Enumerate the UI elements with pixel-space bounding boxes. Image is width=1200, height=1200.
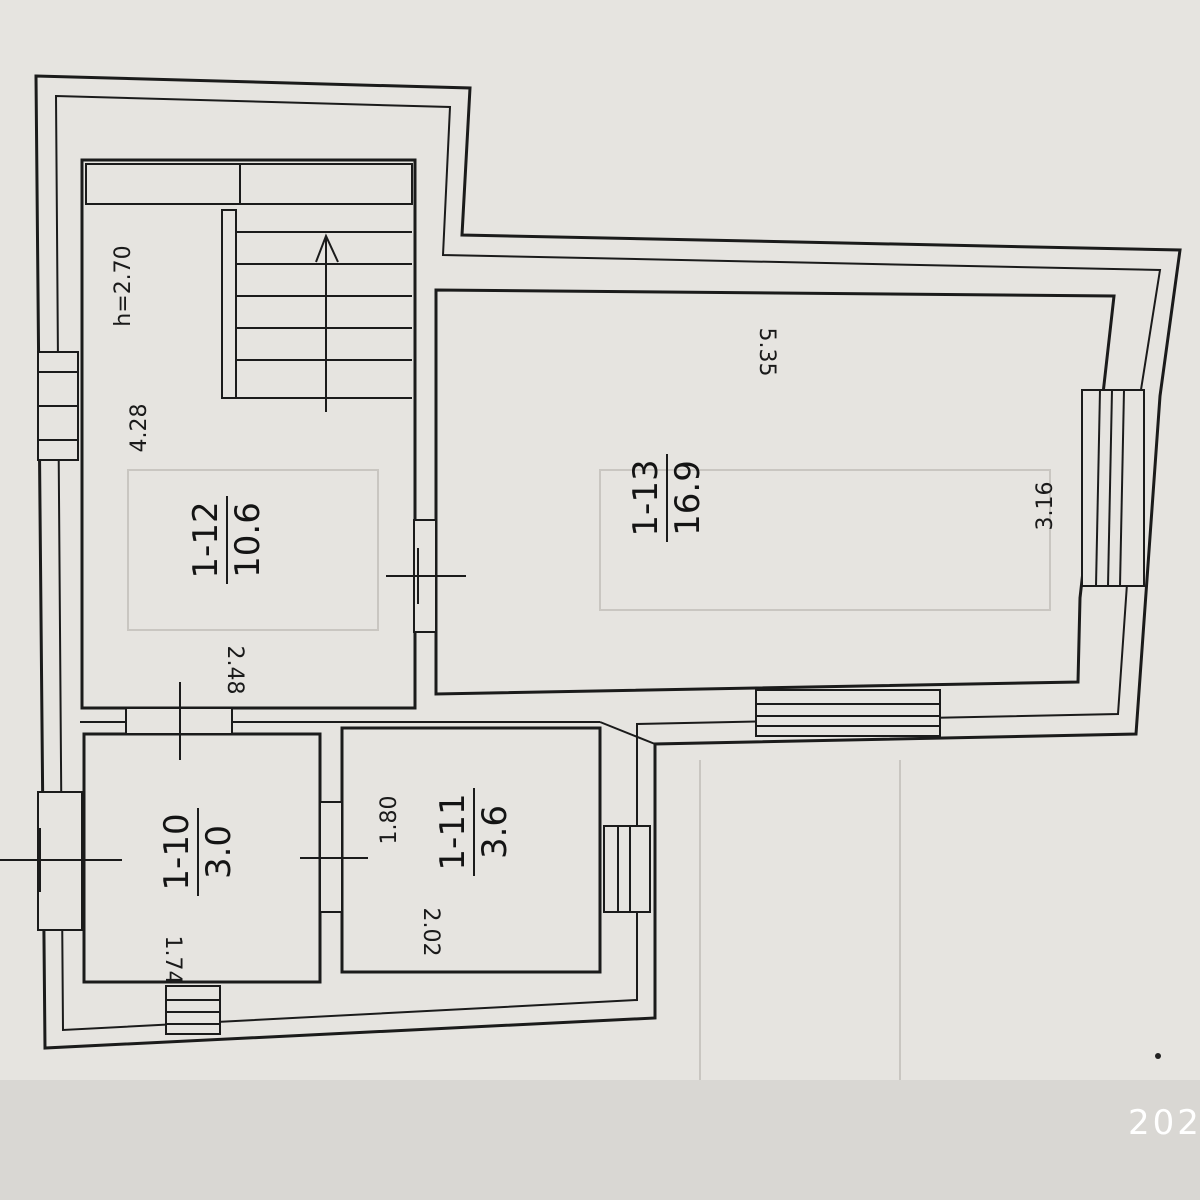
room-1-11-label: 1-11 3.6 <box>433 788 515 876</box>
window-room-1-11 <box>603 825 651 913</box>
room-1-12-outline <box>80 158 417 710</box>
room-1-11-area: 3.6 <box>475 805 515 859</box>
window-right-wall <box>1081 389 1145 587</box>
dim-room-1-11-width: 2.02 <box>418 908 443 957</box>
staircase <box>85 163 413 412</box>
dim-room-1-12-length: 4.28 <box>127 404 152 453</box>
room-1-12-number: 1-12 <box>186 501 226 578</box>
dim-room-1-12-height: h=2.70 <box>111 245 136 326</box>
faint-background-lines <box>127 469 1051 1080</box>
dim-room-1-12-width: 2.48 <box>222 646 247 695</box>
door-1-12-to-1-10 <box>125 682 233 760</box>
room-1-10-number: 1-10 <box>157 813 197 890</box>
photo-date-stamp: 202 <box>1128 1103 1200 1143</box>
room-1-12-label: 1-12 10.6 <box>186 496 268 584</box>
outer-wall-outline <box>34 74 1182 1050</box>
dim-room-1-13-length: 5.35 <box>754 328 779 377</box>
room-1-13-number: 1-13 <box>626 459 666 536</box>
dim-room-1-10-width: 1.74 <box>160 936 185 985</box>
dim-room-1-11-length: 1.80 <box>377 796 402 845</box>
room-1-10-label: 1-10 3.0 <box>157 808 239 896</box>
room-1-12-area: 10.6 <box>228 502 268 578</box>
window-left-wall <box>37 351 79 461</box>
door-entrance <box>0 791 122 931</box>
door-1-12-to-1-13 <box>386 519 466 633</box>
dim-room-1-13-width: 3.16 <box>1033 482 1058 531</box>
door-1-10-to-1-11 <box>300 801 368 913</box>
paper-shadow-bottom <box>0 1080 1200 1200</box>
room-1-10-area: 3.0 <box>199 825 239 879</box>
stray-dot <box>1155 1053 1161 1059</box>
room-1-13-label: 1-13 16.9 <box>626 454 708 542</box>
window-bottom-wall <box>755 689 941 737</box>
room-1-13-area: 16.9 <box>668 460 708 536</box>
window-room-1-10 <box>165 985 221 1035</box>
room-1-11-number: 1-11 <box>433 793 473 870</box>
